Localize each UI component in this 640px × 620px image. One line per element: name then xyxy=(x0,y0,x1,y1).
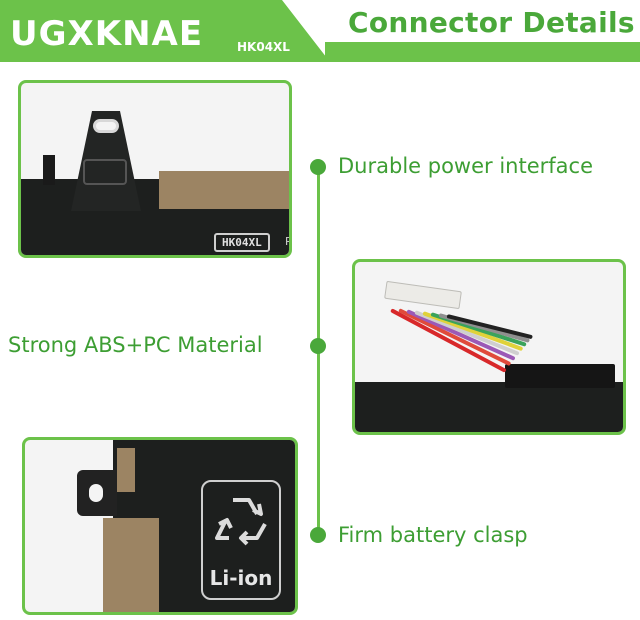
brand-name: UGXKNAE xyxy=(10,14,204,54)
insulation-tape xyxy=(103,518,159,612)
timeline-dot xyxy=(310,527,326,543)
battery-body xyxy=(355,382,623,432)
page-title: Connector Details xyxy=(348,6,635,39)
timeline-dot xyxy=(310,338,326,354)
brand-banner xyxy=(0,0,330,62)
recycle-icon xyxy=(215,498,267,546)
insulation-tape xyxy=(117,448,135,492)
photo-wire-connector xyxy=(352,259,626,435)
feature-label: Durable power interface xyxy=(338,154,593,178)
insulation-tape xyxy=(159,171,289,209)
brand-model: HK04XL xyxy=(237,40,290,54)
clasp-hole xyxy=(89,484,103,502)
photo-connector-clip: HK04XL R xyxy=(18,80,292,258)
clip-hole xyxy=(93,119,119,133)
connector-plug xyxy=(384,280,462,310)
connector-housing xyxy=(505,364,615,388)
header-stripe xyxy=(325,42,640,62)
recycle-label-box xyxy=(201,480,281,600)
photo-battery-clasp: Li-ion xyxy=(22,437,298,615)
model-label: HK04XL xyxy=(214,233,270,252)
feature-label: Firm battery clasp xyxy=(338,523,528,547)
li-ion-label: Li-ion xyxy=(209,566,273,590)
label-trailing-text: R xyxy=(285,235,292,248)
battery-tab xyxy=(43,155,55,185)
timeline-dot xyxy=(310,159,326,175)
feature-label: Strong ABS+PC Material xyxy=(8,333,263,357)
clip-window xyxy=(83,159,127,185)
